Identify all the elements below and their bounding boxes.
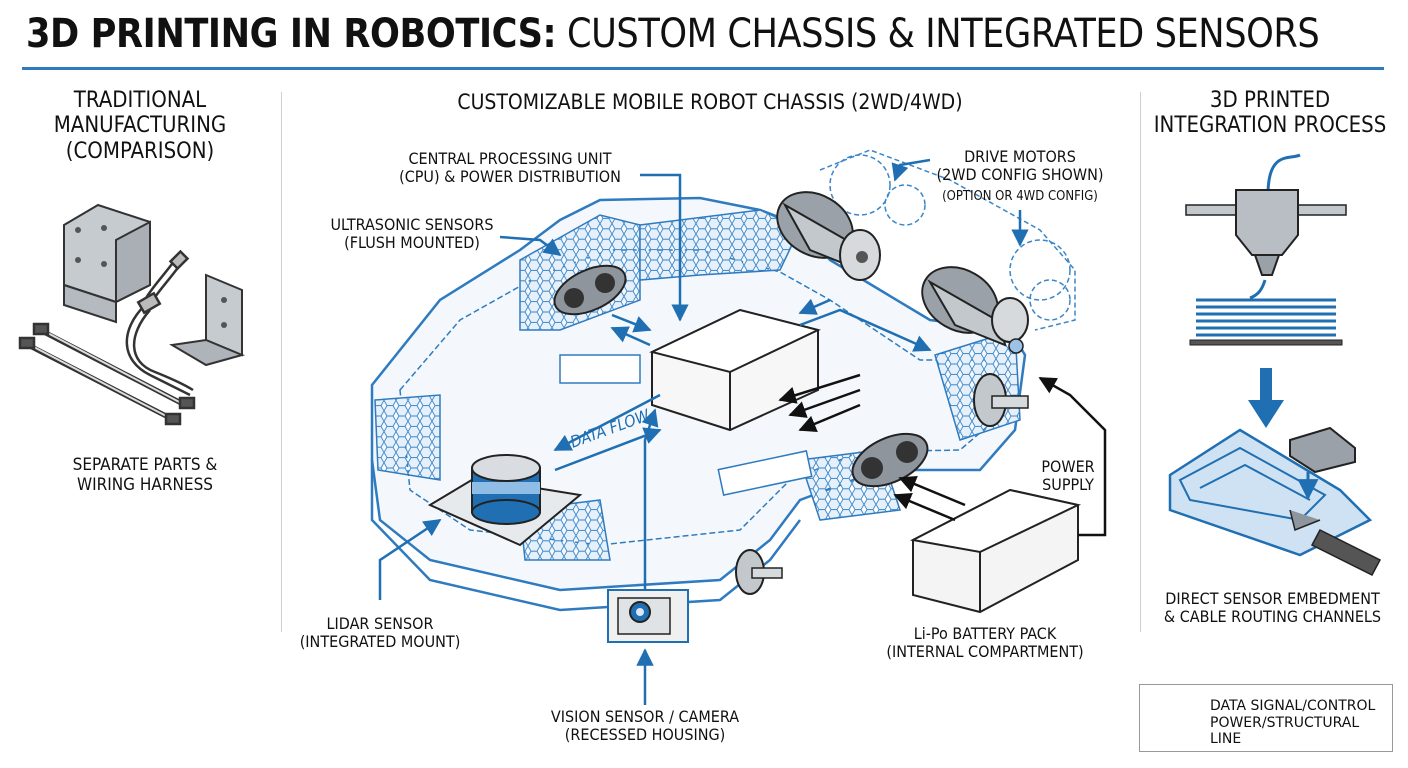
callout-cpu: CENTRAL PROCESSING UNIT (CPU) & POWER DI… [399,149,621,187]
power-arrows [778,373,1107,537]
divider-right [1140,92,1141,632]
legend-item-data: DATA SIGNAL/CONTROL [1202,695,1375,717]
bracket-small-icon [169,273,246,367]
wiring-harness-icon [18,249,196,426]
legend: DATA SIGNAL/CONTROL POWER/STRUCTURAL LIN… [1139,684,1393,752]
vision-camera-icon [607,589,689,643]
drive-motor-2-icon [921,266,1029,354]
legend-label-data: DATA SIGNAL/CONTROL [1210,698,1376,714]
cpu-box-icon [649,308,821,432]
embedded-sensor-part-icon [1168,426,1382,576]
callout-battery: Li-Po BATTERY PACK (INTERNAL COMPARTMENT… [886,624,1084,662]
chassis-heading: CUSTOMIZABLE MOBILE ROBOT CHASSIS (2WD/4… [457,90,963,114]
data-flow-arrows [553,298,932,472]
callout-power-supply: POWER SUPPLY [1041,457,1095,495]
title-bold: 3D PRINTING IN ROBOTICS: [26,11,557,57]
printed-layers-icon [1189,298,1343,346]
legend-label-power: POWER/STRUCTURAL LINE [1210,715,1360,747]
divider-left [281,92,282,632]
bracket-large-icon [63,203,151,324]
process-arrow-down-icon [1248,368,1284,428]
ultrasonic-sensor-left-icon [553,264,627,316]
wheel-hub-bottom-icon [735,549,783,595]
title-underline [22,67,1384,70]
rear-motors-dashed [819,149,1076,331]
process-caption: DIRECT SENSOR EMBEDMENT & CABLE ROUTING … [1163,589,1382,627]
process-heading: 3D PRINTED INTEGRATION PROCESS [1153,88,1387,139]
legend-item-power: POWER/STRUCTURAL LINE [1202,715,1392,747]
printer-head-icon [1185,153,1347,300]
callout-ultrasonic: ULTRASONIC SENSORS (FLUSH MOUNTED) [330,215,494,253]
wheel-hub-right-icon [973,373,1029,427]
traditional-heading: TRADITIONAL MANUFACTURING (COMPARISON) [53,88,227,164]
callout-drive-motors: DRIVE MOTORS (2WD CONFIG SHOWN) [936,147,1104,185]
battery-pack-icon [909,488,1082,614]
lidar-sensor-icon [427,454,583,547]
ultrasonic-sensor-right-icon [851,432,929,488]
callout-lidar: LIDAR SENSOR (INTEGRATED MOUNT) [299,614,461,652]
callout-lines [378,158,1029,705]
title-rest: CUSTOM CHASSIS & INTEGRATED SENSORS [566,11,1320,57]
traditional-caption: SEPARATE PARTS & WIRING HARNESS [72,455,218,495]
drive-motor-1-icon [776,191,881,281]
page-title: 3D PRINTING IN ROBOTICS: CUSTOM CHASSIS … [26,8,1320,60]
callout-drive-motors-note: (OPTION OR 4WD CONFIG) [942,189,1098,204]
callout-vision: VISION SENSOR / CAMERA (RECESSED HOUSING… [550,707,740,745]
